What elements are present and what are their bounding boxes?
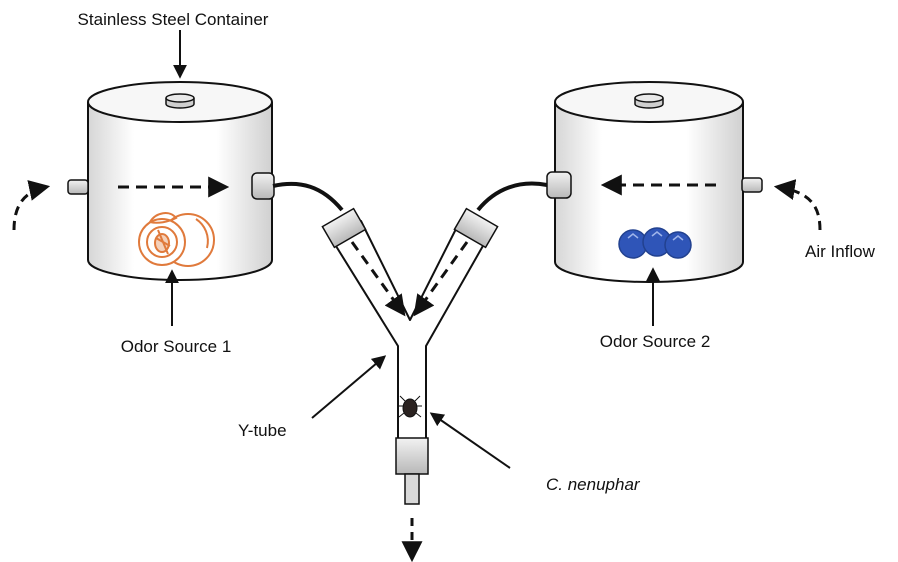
air-inflow-arrow-left bbox=[12, 180, 51, 231]
outlet-port-right bbox=[546, 171, 572, 199]
airflow-arrow-right-arm bbox=[413, 241, 469, 317]
hose-left bbox=[272, 181, 344, 212]
label-air-inflow: Air Inflow bbox=[805, 242, 876, 261]
blueberry-icon bbox=[618, 227, 692, 259]
connector-bottom bbox=[395, 437, 429, 475]
label-odor-source-1: Odor Source 1 bbox=[121, 337, 232, 356]
outlet-tube bbox=[404, 473, 420, 505]
label-y-tube: Y-tube bbox=[238, 421, 287, 440]
pointer-insect bbox=[429, 412, 511, 469]
label-odor-source-2: Odor Source 2 bbox=[600, 332, 711, 351]
connector-right-arm bbox=[453, 207, 499, 249]
weevil-icon bbox=[398, 395, 422, 418]
air-inflow-arrow-right bbox=[773, 179, 822, 231]
airflow-arrow-left-arm bbox=[350, 241, 406, 317]
inlet-port-left bbox=[67, 179, 89, 195]
hose-right bbox=[476, 181, 548, 212]
peach-icon bbox=[138, 212, 215, 267]
label-container: Stainless Steel Container bbox=[78, 10, 269, 29]
lid-knob bbox=[634, 93, 664, 109]
y-tube bbox=[321, 207, 499, 505]
label-insect: C. nenuphar bbox=[546, 475, 641, 494]
left-container bbox=[67, 81, 275, 281]
outlet-port-left bbox=[251, 172, 275, 200]
right-container bbox=[546, 81, 763, 283]
inlet-port-right bbox=[741, 177, 763, 193]
pointer-y-tube bbox=[311, 355, 387, 419]
lid-knob bbox=[165, 93, 195, 109]
connector-left-arm bbox=[321, 207, 367, 249]
